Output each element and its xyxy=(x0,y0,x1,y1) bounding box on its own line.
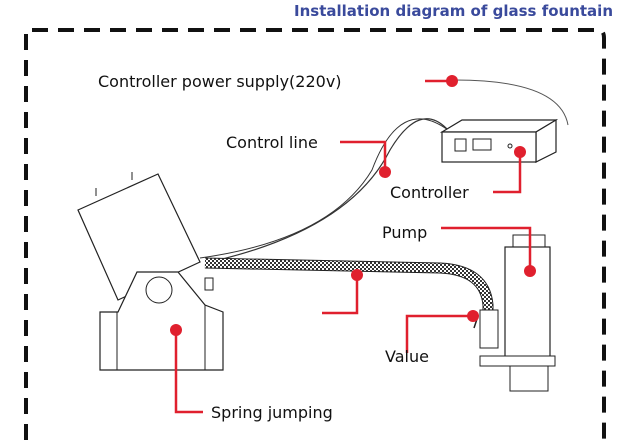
callout-dot-power xyxy=(446,75,458,87)
switch-icon xyxy=(454,138,467,152)
label-spring-jumping: Spring jumping xyxy=(211,403,333,422)
callout-dot-value xyxy=(467,310,479,322)
label-power-supply: Controller power supply(220v) xyxy=(98,72,342,91)
diagram-title: Installation diagram of glass fountain xyxy=(294,2,613,20)
power-cable xyxy=(454,79,569,126)
control-cable xyxy=(209,118,449,263)
control-cable-inner xyxy=(199,118,449,259)
controller-device xyxy=(439,118,559,163)
label-pump: Pump xyxy=(382,223,427,242)
callout-dot-controller xyxy=(514,146,526,158)
callout-dot-pump xyxy=(524,265,536,277)
callout-dot-control-line xyxy=(379,166,391,178)
callout-dot-hose xyxy=(351,269,363,281)
callout-dot-spring xyxy=(170,324,182,336)
dashed-frame xyxy=(24,28,606,440)
display-icon xyxy=(472,138,492,151)
spring-jumping-device xyxy=(77,172,224,371)
label-controller: Controller xyxy=(390,183,469,202)
label-control-line: Control line xyxy=(226,133,318,152)
label-value: Value xyxy=(385,347,429,366)
pump-device xyxy=(473,234,556,392)
